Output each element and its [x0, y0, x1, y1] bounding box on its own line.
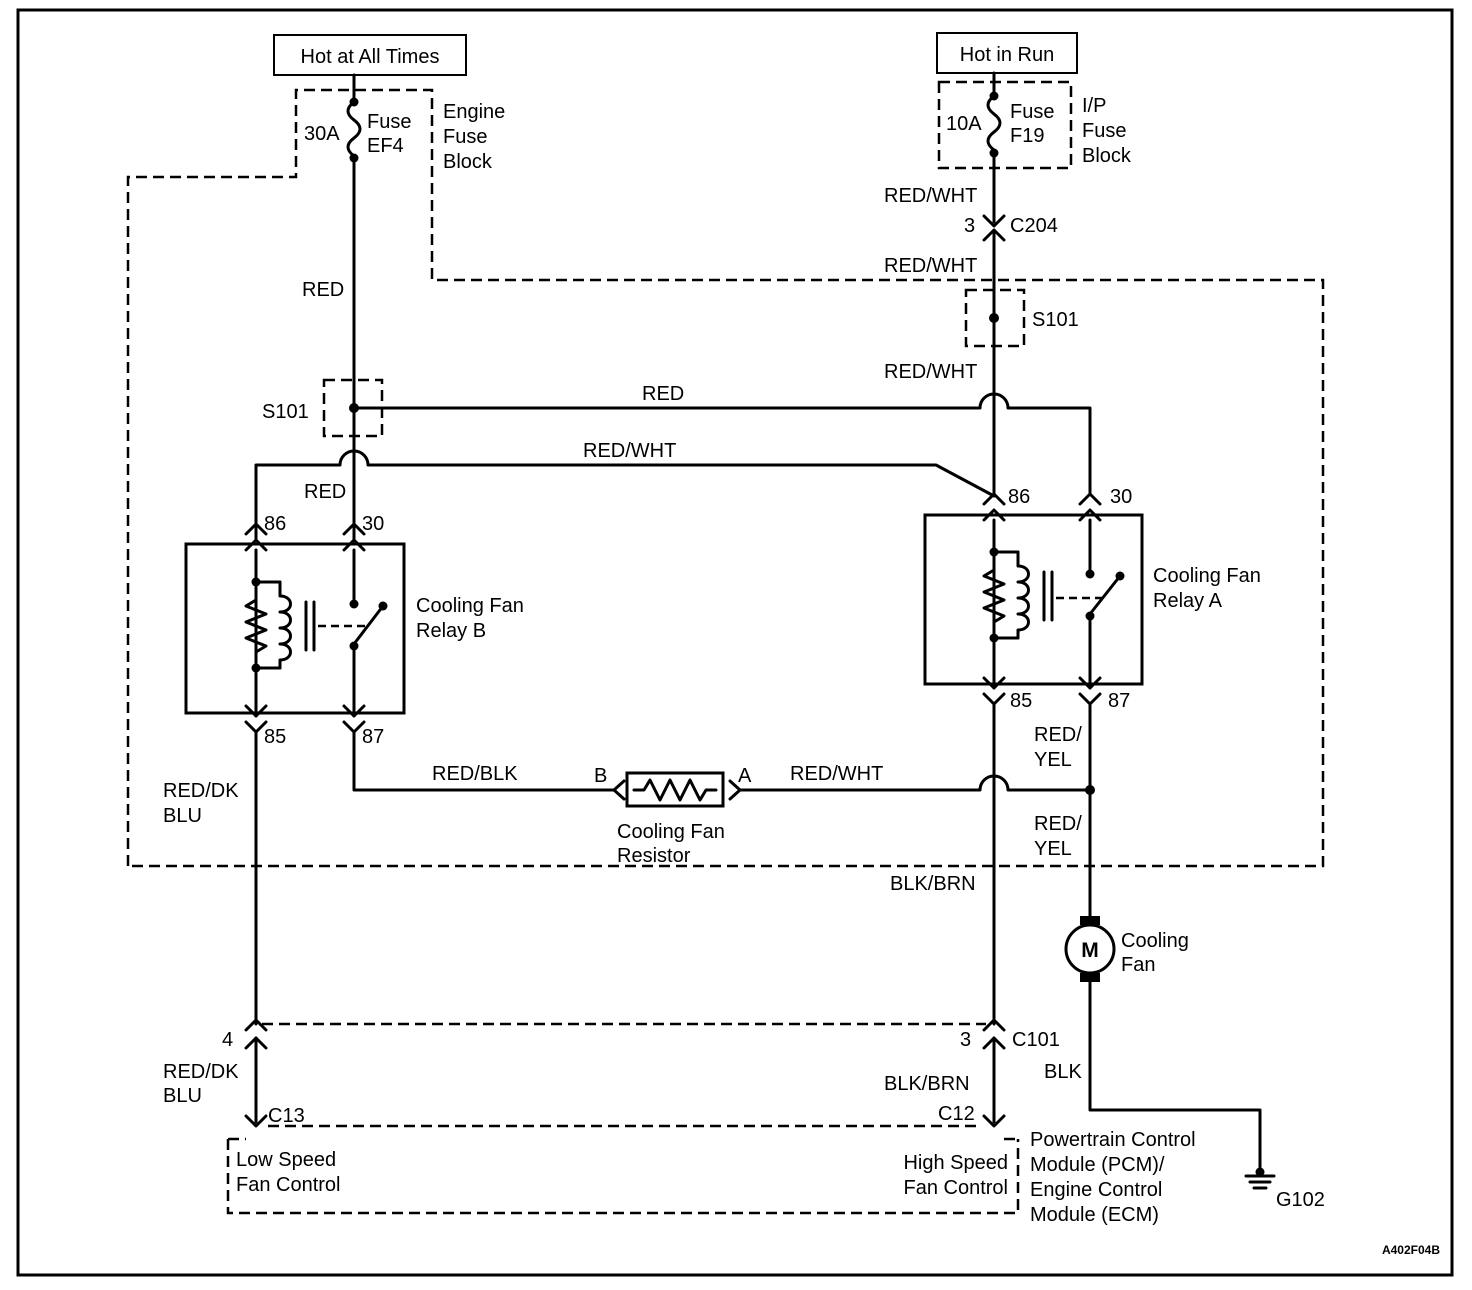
relay-b-coil-circuit: [244, 548, 316, 718]
wire-red-dk-blu-lower-1: RED/DK: [163, 1061, 239, 1083]
ip-fuse-block-label-1: I/P: [1082, 95, 1106, 117]
pcm-label-2: Module (PCM)/: [1030, 1154, 1165, 1176]
c204-connector: [982, 214, 1006, 242]
pcm-label-4: Module (ECM): [1030, 1204, 1159, 1226]
engine-fuse-block-outline: [126, 88, 1325, 868]
wire-red-wht-crossover: [254, 449, 996, 542]
c13-label: C13: [268, 1105, 305, 1127]
relay-b-pin-30: 30: [362, 513, 384, 535]
wire-red-yel-lower-2: YEL: [1034, 838, 1072, 860]
wire-red-wht-below-c204-label: RED/WHT: [884, 255, 977, 277]
wire-red-feed-label: RED: [302, 279, 344, 301]
c204-pin: 3: [964, 215, 975, 237]
relay-b-box: [184, 542, 406, 715]
hot-in-run-box: Hot in Run: [936, 32, 1078, 74]
wire-red-blk-label: RED/BLK: [432, 763, 518, 785]
resistor-label-2: Resistor: [617, 845, 691, 867]
hot-at-all-times-label: Hot at All Times: [301, 46, 440, 68]
wire-red-wht-resistor-label: RED/WHT: [790, 763, 883, 785]
pcm-label-1: Powertrain Control: [1030, 1129, 1196, 1151]
ip-fuse-block-label-3: Block: [1082, 145, 1132, 167]
relay-b-pin-85: 85: [264, 726, 286, 748]
pcm-label-3: Engine Control: [1030, 1179, 1162, 1201]
c204-label: C204: [1010, 215, 1058, 237]
pcm-low-speed-1: Low Speed: [236, 1149, 336, 1171]
wire-blk-label: BLK: [1044, 1061, 1082, 1083]
c101-label: C101: [1012, 1029, 1060, 1051]
ground-g102-icon: [1244, 1167, 1276, 1190]
relay-a-pin-86: 86: [1008, 486, 1030, 508]
relay-b-switch: [318, 548, 388, 718]
c101-right-pin: 3: [960, 1029, 971, 1051]
ip-fuse-block-label-2: Fuse: [1082, 120, 1126, 142]
ef4-label-2: EF4: [367, 135, 404, 157]
relay-a-switch: [1056, 518, 1125, 690]
fan-label-2: Fan: [1121, 954, 1155, 976]
fuse-f19: [986, 71, 1002, 158]
pcm-high-speed-1: High Speed: [903, 1152, 1008, 1174]
hot-at-all-times-box: Hot at All Times: [273, 34, 467, 76]
relay-a-pin-30: 30: [1110, 486, 1132, 508]
relay-a-label-1: Cooling Fan: [1153, 565, 1261, 587]
relay-a-pin-87: 87: [1108, 690, 1130, 712]
ground-label: G102: [1276, 1189, 1325, 1211]
pcm-outline: [226, 1139, 1020, 1215]
wire-red-dk-blu-upper-1: RED/DK: [163, 780, 239, 802]
wire-red-wht-s101-label: RED/WHT: [884, 361, 977, 383]
wire-blk-brn-upper-label: BLK/BRN: [890, 873, 976, 895]
engine-fuse-block-label-2: Fuse: [443, 126, 487, 148]
splice-left-label: S101: [262, 401, 309, 423]
relay-b-pin-86: 86: [264, 513, 286, 535]
fuse-ef4: [346, 73, 362, 163]
c13-connector: [244, 1114, 268, 1128]
wire-red-wht-above-c204-label: RED/WHT: [884, 185, 977, 207]
relay-a-label-2: Relay A: [1153, 590, 1223, 612]
resistor-terminal-b: B: [594, 765, 607, 787]
pcm-high-speed-2: Fan Control: [904, 1177, 1009, 1199]
f19-label-2: F19: [1010, 125, 1044, 147]
wire-red-crossover-label: RED: [642, 383, 684, 405]
diagram-frame: [16, 8, 1454, 1277]
junction-red-yel-dot: [1085, 785, 1095, 795]
wire-red-dk-blu-lower-2: BLU: [163, 1085, 202, 1107]
c101-left-pin: 4: [222, 1029, 233, 1051]
pcm-low-speed-2: Fan Control: [236, 1174, 341, 1196]
relay-a-coil-circuit: [982, 518, 1054, 690]
wire-red-wht-crossover-label: RED/WHT: [583, 440, 676, 462]
splice-right-label: S101: [1032, 309, 1079, 331]
cooling-fan-resistor: [612, 771, 742, 808]
fan-label-1: Cooling: [1121, 930, 1189, 952]
wire-red-yel-upper-1: RED/: [1034, 724, 1082, 746]
ef4-label-1: Fuse: [367, 111, 411, 133]
wire-red-relay-b-30-label: RED: [304, 481, 346, 503]
wire-red-yel-lower-1: RED/: [1034, 813, 1082, 835]
wire-red-yel-upper-2: YEL: [1034, 749, 1072, 771]
wire-red-crossover: [352, 392, 1092, 496]
relay-b-label-2: Relay B: [416, 620, 486, 642]
wire-blk-ground: [1088, 980, 1262, 1174]
relay-a-box: [923, 513, 1144, 686]
engine-fuse-block-label-3: Block: [443, 151, 493, 173]
figure-code: A402F04B: [1382, 1243, 1440, 1257]
ip-fuse-block-outline: [937, 80, 1073, 170]
fan-motor-symbol: M: [1081, 939, 1099, 962]
relay-b-label-1: Cooling Fan: [416, 595, 524, 617]
relay-a-pin-85: 85: [1010, 690, 1032, 712]
wire-red-dk-blu-upper-2: BLU: [163, 805, 202, 827]
c12-connector: [982, 1114, 1006, 1128]
engine-fuse-block-label-1: Engine: [443, 101, 505, 123]
relay-b-pin-87: 87: [362, 726, 384, 748]
ef4-rating: 30A: [304, 123, 340, 145]
c12-label: C12: [938, 1103, 975, 1125]
resistor-label-1: Cooling Fan: [617, 821, 725, 843]
resistor-terminal-a: A: [738, 765, 752, 787]
f19-label-1: Fuse: [1010, 101, 1054, 123]
wire-red-blk: [352, 730, 616, 792]
wire-blk-brn-lower-label: BLK/BRN: [884, 1073, 970, 1095]
f19-rating: 10A: [946, 113, 982, 135]
hot-in-run-label: Hot in Run: [960, 44, 1055, 66]
cooling-fan-motor: [1064, 916, 1116, 982]
